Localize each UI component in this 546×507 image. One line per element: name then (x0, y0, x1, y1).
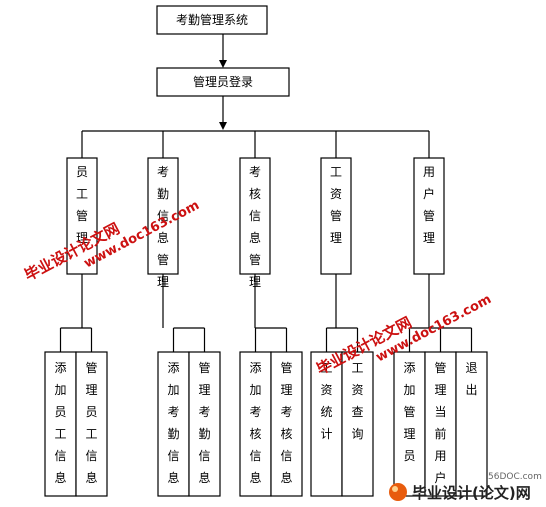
module-label: 考勤信息管理 (157, 165, 169, 289)
module-label: 考核信息管理 (249, 165, 261, 289)
site-mark: 56DOC.com (488, 472, 542, 482)
child-label: 添加管理员 (403, 361, 415, 463)
child-label: 管理当前用户 (434, 360, 446, 485)
brand-text: 毕业设计(论文)网 (412, 484, 531, 502)
child-label: 管理员工信息 (85, 360, 97, 485)
module-node (239, 157, 271, 275)
root-node-label: 考勤管理系统 (176, 12, 248, 27)
module-node (320, 157, 352, 275)
child-label: 工资统计 (320, 361, 332, 441)
child-label: 添加考核信息 (249, 361, 261, 485)
child-node (75, 351, 108, 497)
child-label: 添加员工信息 (54, 361, 66, 485)
arrow-head (219, 60, 227, 68)
child-node (424, 351, 457, 497)
child-node (341, 351, 374, 497)
child-node (455, 351, 488, 497)
module-node (413, 157, 445, 275)
root-node (156, 5, 268, 35)
child-label: 管理考核信息 (280, 360, 292, 485)
login-node-label: 管理员登录 (193, 74, 253, 89)
brand-logo: 毕业设计(论文)网 (389, 483, 531, 502)
module-node (147, 157, 179, 275)
child-label: 退出 (465, 361, 477, 397)
module-label: 用户管理 (423, 165, 435, 245)
child-node (270, 351, 303, 497)
child-label: 工资查询 (351, 361, 363, 441)
module-label: 工资管理 (330, 165, 342, 245)
module-label: 员工管理 (76, 165, 88, 245)
child-label: 添加考勤信息 (167, 361, 179, 485)
login-node (156, 67, 290, 97)
child-node (393, 351, 426, 497)
module-node (66, 157, 98, 275)
child-node (310, 351, 343, 497)
arrow-head (219, 122, 227, 130)
connectors (59, 34, 473, 352)
child-node (188, 351, 221, 497)
child-label: 管理考勤信息 (198, 360, 210, 485)
